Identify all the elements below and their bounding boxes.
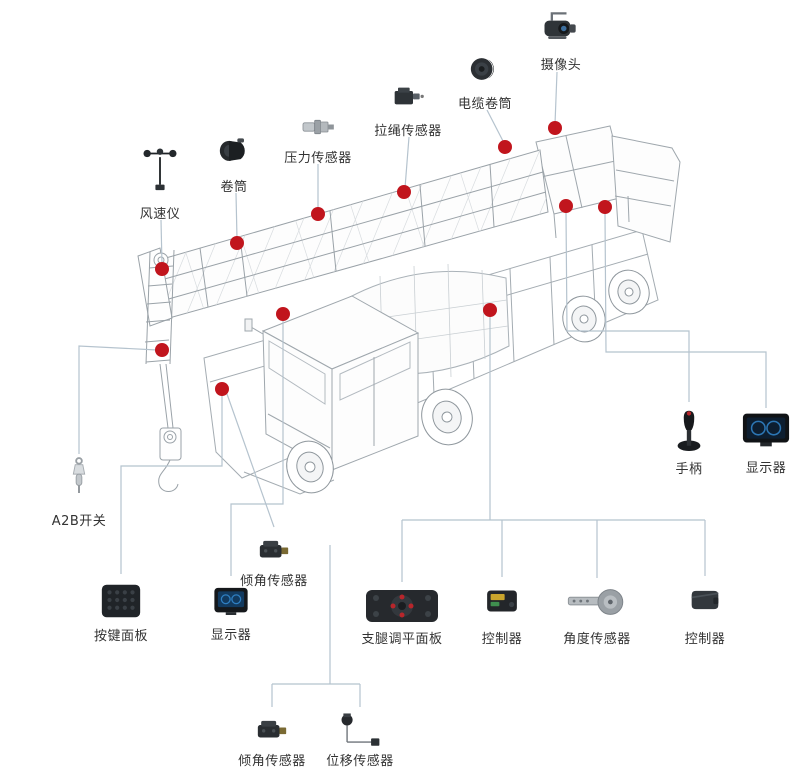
mount-point-dot (155, 343, 169, 357)
connector-keypad (120, 394, 223, 574)
connector-cable-reel (486, 109, 505, 144)
component-joystick: 手柄 (668, 405, 710, 477)
component-label: 风速仪 (139, 207, 181, 222)
keypad-icon (96, 578, 146, 624)
connector-camera (554, 71, 558, 125)
connector-reel (235, 192, 238, 240)
component-label: A2B开关 (51, 514, 107, 529)
component-display-monitor: 显示器 (741, 410, 791, 476)
component-tilt-sensor-chassis: 倾角传感器 (238, 710, 305, 769)
mount-point-dot (155, 262, 169, 276)
connector-rope-sensor (404, 136, 410, 189)
mount-point-dot (311, 207, 325, 221)
component-controller-b: 控制器 (683, 580, 727, 647)
component-camera: 摄像头 (536, 6, 586, 73)
component-display-cab: 显示器 (208, 580, 254, 643)
rope-sensor-icon (387, 76, 429, 116)
component-displacement-sensor: 位移传感器 (326, 710, 393, 769)
monitor-icon (741, 410, 791, 450)
display-icon (208, 580, 254, 622)
component-label: 倾角传感器 (240, 574, 308, 589)
joystick-icon (668, 405, 710, 455)
component-angle-sensor: 角度传感器 (563, 581, 630, 647)
component-label: 倾角传感器 (238, 754, 306, 769)
mount-point-dot (215, 382, 229, 396)
mount-point-dot (397, 185, 411, 199)
component-leveling-panel: 支腿调平面板 (361, 585, 442, 647)
component-label: 控制器 (684, 632, 726, 647)
connector-joystick (565, 211, 690, 402)
component-label: 显示器 (745, 461, 787, 476)
controller2-icon (683, 580, 727, 620)
camera-icon (536, 6, 586, 50)
component-label: 按键面板 (93, 629, 149, 644)
mount-point-dot (276, 307, 290, 321)
tilt-sensor-icon (250, 710, 294, 750)
component-tilt-sensor-boom: 倾角传感器 (240, 530, 307, 589)
mount-point-dot (598, 200, 612, 214)
mount-point-dot (548, 121, 562, 135)
component-label: 电缆卷筒 (457, 97, 513, 112)
connector-anemometer (160, 219, 163, 266)
connector-a2b-switch (78, 345, 158, 454)
component-label: 压力传感器 (284, 151, 352, 166)
component-label: 显示器 (210, 628, 252, 643)
displacement-sensor-icon (336, 710, 384, 752)
mount-point-dot (483, 303, 497, 317)
connector-display-cab (230, 320, 284, 576)
component-label: 手柄 (675, 462, 703, 477)
a2b-switch-icon (62, 455, 96, 497)
component-label: 拉绳传感器 (374, 124, 442, 139)
anemometer-icon (138, 144, 182, 196)
tilt-sensor-icon (252, 530, 296, 570)
component-pressure-sensor: 压力传感器 (284, 107, 351, 166)
connector-display-monitor (604, 212, 767, 408)
component-controller-a: 控制器 (480, 580, 524, 647)
mount-point-dot (498, 140, 512, 154)
controller-icon (480, 580, 524, 622)
component-keypad: 按键面板 (94, 578, 148, 644)
leveling-panel-icon (364, 585, 440, 627)
cable-reel-icon (465, 49, 505, 89)
component-label: 角度传感器 (563, 632, 631, 647)
reel-icon (214, 130, 254, 170)
angle-sensor-icon (566, 581, 628, 623)
component-label: 控制器 (481, 632, 523, 647)
component-label: 卷筒 (220, 180, 248, 195)
connector-tilt-sensor-boom (226, 393, 275, 528)
component-reel: 卷筒 (214, 130, 254, 195)
component-label: 摄像头 (540, 58, 582, 73)
component-cable-reel: 电缆卷筒 (458, 49, 512, 112)
mount-point-dot (230, 236, 244, 250)
mount-point-dot (559, 199, 573, 213)
component-a2b-switch: A2B开关 (52, 455, 106, 529)
component-rope-sensor: 拉绳传感器 (374, 76, 441, 139)
component-anemometer: 风速仪 (138, 144, 182, 222)
component-label: 支腿调平面板 (361, 632, 443, 647)
component-label: 位移传感器 (326, 754, 394, 769)
pressure-sensor-icon (296, 107, 340, 147)
